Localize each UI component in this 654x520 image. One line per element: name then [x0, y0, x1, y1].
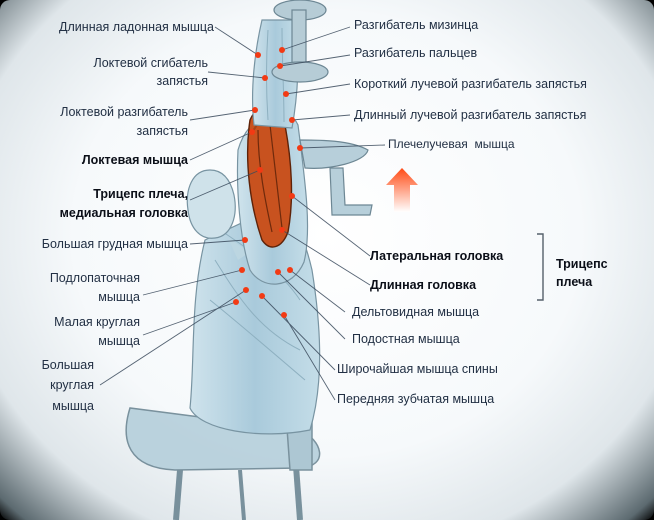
leader-lines	[99, 26, 386, 401]
label-triceps-lateral-head: Латеральная головка	[370, 249, 504, 263]
label-serratus-anterior: Передняя зубчатая мышца	[337, 392, 495, 406]
label-flexor-carpi-ulnaris-line2: запястья	[156, 74, 208, 88]
label-anconeus: Локтевая мышца	[81, 153, 188, 167]
label-extensor-carpi-radialis-longus: Длинный лучевой разгибатель запястья	[354, 108, 587, 122]
label-extensor-carpi-radialis-brevis: Короткий лучевой разгибатель запястья	[354, 77, 587, 91]
label-triceps-long-head: Длинная головка	[370, 278, 477, 292]
label-triceps-group-line2: плеча	[556, 275, 593, 289]
label-teres-major-line3: мышца	[52, 399, 94, 413]
triceps-bracket	[537, 233, 544, 301]
label-latissimus-dorsi: Широчайшая мышца спины	[337, 362, 498, 376]
label-teres-major-line1: Большая	[41, 358, 94, 372]
head	[186, 169, 250, 260]
label-teres-minor-line2: мышца	[98, 334, 140, 348]
label-brachioradialis: Плечелучевая мышца	[388, 137, 515, 151]
label-pectoralis-major: Большая грудная мышца	[41, 237, 188, 251]
label-subscapularis-line1: Подлопаточная	[49, 271, 140, 285]
label-teres-major-line2: круглая	[50, 378, 94, 392]
label-triceps-medial-line2: медиальная головка	[59, 206, 188, 220]
up-arrow	[386, 168, 418, 212]
label-extensor-carpi-ulnaris-line1: Локтевой разгибатель	[60, 105, 188, 119]
label-subscapularis-line2: мышца	[98, 290, 140, 304]
label-triceps-group-line1: Трицепс	[556, 257, 608, 271]
label-extensor-digiti-minimi: Разгибатель мизинца	[354, 18, 479, 32]
label-extensor-digitorum: Разгибатель пальцев	[354, 46, 478, 60]
bench-stand	[299, 139, 373, 216]
label-triceps-medial-line1: Трицепс плеча,	[93, 187, 188, 201]
label-extensor-carpi-ulnaris-line2: запястья	[136, 124, 188, 138]
dumbbell	[271, 0, 329, 83]
label-palmaris-longus: Длинная ладонная мышца	[59, 20, 214, 34]
muscle-markers	[233, 47, 303, 318]
label-teres-minor-line1: Малая круглая	[54, 315, 140, 329]
label-flexor-carpi-ulnaris-line1: Локтевой сгибатель	[93, 56, 208, 70]
upper-arm	[236, 99, 309, 285]
label-infraspinatus: Подостная мышца	[352, 332, 460, 346]
label-deltoid: Дельтовидная мышца	[352, 305, 480, 319]
